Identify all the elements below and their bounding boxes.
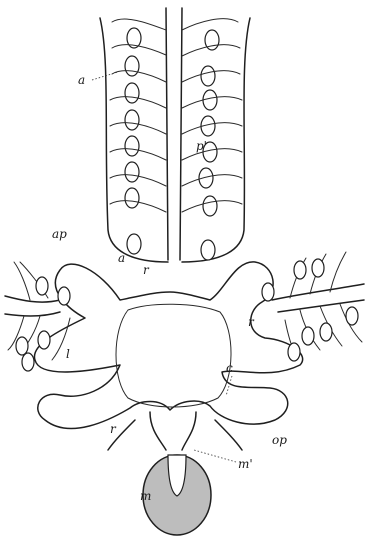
label-r-right: r <box>248 315 255 329</box>
label-c: c <box>226 361 233 375</box>
label-a: a <box>78 73 85 87</box>
label-r-lower-left: r <box>110 422 117 436</box>
stalk-and-bulb <box>108 412 242 535</box>
label-p-prime: p' <box>196 139 207 153</box>
label-ap-left: ap <box>52 227 67 241</box>
right-branch <box>262 252 364 361</box>
left-branchlets <box>110 19 166 254</box>
left-branch <box>5 262 70 371</box>
label-m-prime: m' <box>238 457 253 471</box>
label-a-center: a <box>118 251 125 265</box>
central-branch <box>100 8 250 262</box>
right-branchlets <box>182 19 242 260</box>
label-l-left: l <box>66 347 70 361</box>
label-op-right: op <box>272 433 287 447</box>
labels: a p' ap a r r l c r op m' m <box>52 72 287 503</box>
label-m: m <box>140 489 151 503</box>
label-r-center: r <box>143 263 150 277</box>
